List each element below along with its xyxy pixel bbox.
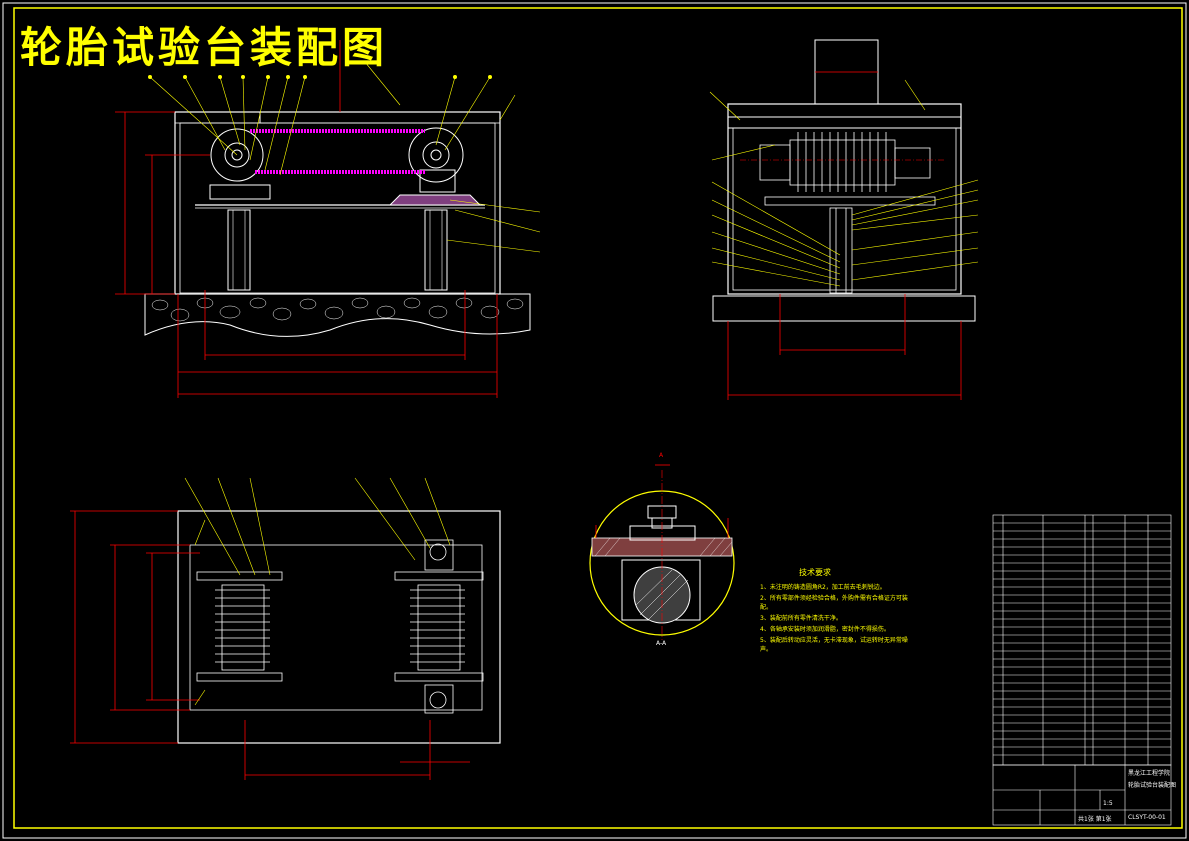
- side-view: [709, 39, 979, 400]
- tech-requirement-item: 3、装配前所有零件清洗干净。: [760, 615, 842, 622]
- title-block-drawing-name: 轮胎试验台装配图: [1128, 782, 1177, 789]
- tech-requirement-item: 5、装配后转动应灵活，无卡滞现象，试运转时无异常噪声。: [760, 637, 908, 653]
- front-view: [115, 40, 541, 398]
- tech-requirement-item: 1、未注明的铸造圆角R2，加工前去毛刺锐边。: [760, 584, 886, 591]
- title-block-scale: 1:5: [1103, 800, 1113, 807]
- technical-requirements: 技术要求 1、未注明的铸造圆角R2，加工前去毛刺锐边。 2、所有零部件须经检验合…: [760, 568, 910, 656]
- section-detail: [589, 464, 735, 640]
- title-block-institution: 黑龙江工程学院: [1128, 770, 1171, 777]
- title-block-drawing-no: CLSYT-00-01: [1128, 814, 1166, 821]
- parts-list: [992, 514, 1172, 826]
- inner-border: [13, 7, 1183, 829]
- section-label: A-A: [656, 640, 667, 647]
- section-marker: A: [659, 452, 664, 459]
- tech-requirement-item: 2、所有零部件须经检验合格，外购件需有合格证方可装配。: [760, 595, 908, 611]
- title-block-sheet: 共1张 第1张: [1078, 816, 1112, 823]
- tech-requirements-heading: 技术要求: [799, 568, 831, 577]
- tech-requirement-item: 4、各轴承安装时须加润滑脂，密封件不得损伤。: [760, 626, 890, 633]
- drawing-title: 轮胎试验台装配图: [20, 23, 389, 72]
- top-view: [70, 477, 501, 780]
